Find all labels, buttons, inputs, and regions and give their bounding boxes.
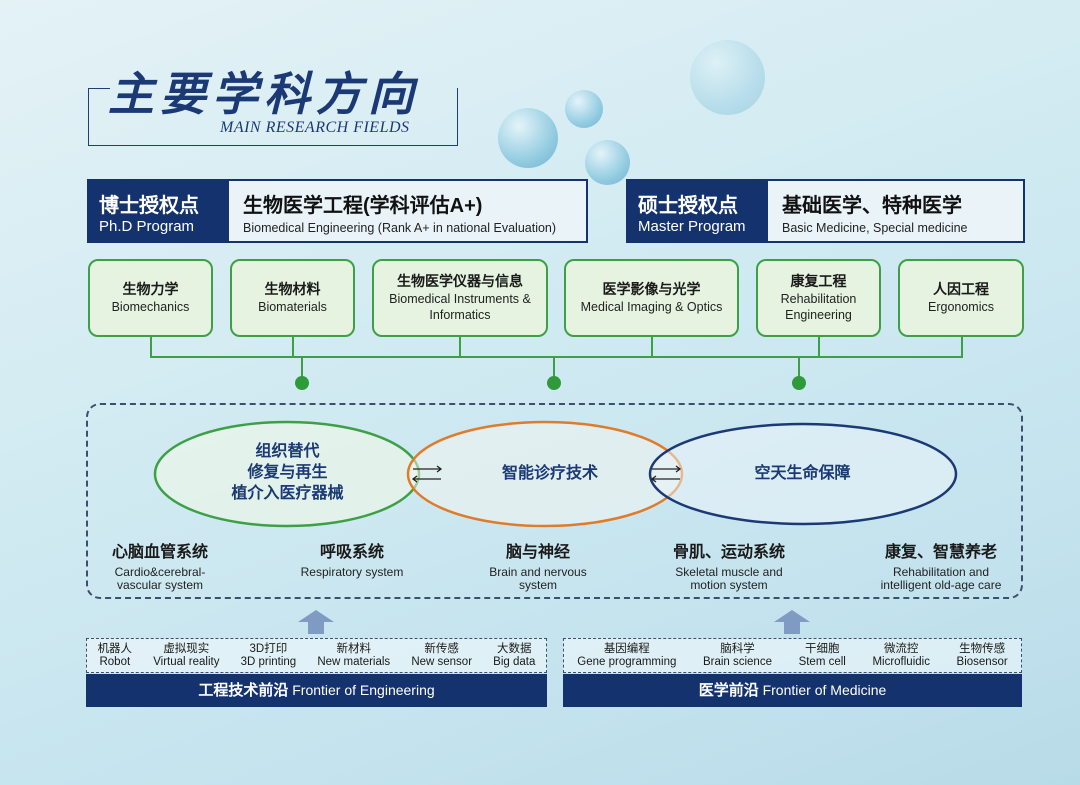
ellipse-right: [648, 422, 958, 526]
research-areas-frame: [86, 403, 1023, 599]
connector-line: [301, 357, 303, 383]
page-title: 主要学科方向: [108, 67, 420, 121]
field-label: 医学影像与光学: [602, 281, 701, 298]
connector-line: [553, 357, 555, 383]
master-label-en: Master Program: [638, 218, 746, 235]
field-label-en: Medical Imaging & Optics: [580, 300, 723, 314]
master-field: 基础医学、特种医学: [782, 195, 962, 217]
field-label-en: Rehabilitation Engineering: [780, 291, 857, 323]
field-instruments: 生物医学仪器与信息 Biomedical Instruments & Inform…: [372, 259, 548, 337]
system-cardio: 心脑血管系统 Cardio&cerebral-vascular system: [60, 538, 260, 591]
connector-line: [961, 337, 963, 357]
system-label: 脑与神经: [505, 544, 570, 561]
up-arrow-icon: [298, 610, 334, 634]
system-label-en: Brain and nervous system: [489, 565, 587, 592]
system-label-en: Skeletal muscle and motion system: [675, 565, 783, 592]
system-label: 呼吸系统: [319, 544, 384, 561]
field-ergonomics: 人因工程 Ergonomics: [898, 259, 1024, 337]
field-label: 生物医学仪器与信息: [397, 272, 523, 289]
master-label: 硕士授权点: [638, 195, 738, 217]
area-left-line: 修复与再生: [247, 463, 328, 481]
decor-bubble: [690, 40, 765, 115]
area-left: 组织替代 修复与再生 植介入医疗器械: [190, 442, 385, 504]
phd-label-en: Ph.D Program: [99, 218, 195, 235]
system-label: 康复、智慧养老: [884, 544, 997, 561]
title-frame: [88, 88, 458, 146]
medicine-label: 医学前沿: [698, 682, 759, 699]
connector-dot: [547, 376, 561, 390]
field-rehabilitation: 康复工程 Rehabilitation Engineering: [756, 259, 881, 337]
phd-field-en: Biomedical Engineering (Rank A+ in natio…: [243, 221, 557, 235]
exchange-arrows-icon: [411, 465, 682, 483]
phd-label: 博士授权点: [99, 195, 199, 217]
system-rehab: 康复、智慧养老 Rehabilitation and intelligent ol…: [841, 538, 1041, 591]
connector-line: [292, 337, 294, 357]
medicine-frontier-bar: 医学前沿 Frontier of Medicine: [563, 674, 1022, 707]
system-label: 心脑血管系统: [111, 544, 208, 561]
system-label-en: Cardio&cerebral-vascular system: [114, 565, 206, 592]
area-left-line: 植介入医疗器械: [231, 484, 344, 502]
field-label: 人因工程: [933, 281, 989, 298]
field-label-en: Ergonomics: [928, 300, 994, 314]
field-label-en: Biomechanics: [111, 300, 190, 314]
connector-line: [150, 356, 963, 358]
decor-bubble: [565, 90, 603, 128]
connector-line: [459, 337, 461, 357]
field-label-en: Biomaterials: [258, 300, 327, 314]
connector-line: [651, 337, 653, 357]
engineering-frontier-bar: 工程技术前沿 Frontier of Engineering: [86, 674, 547, 707]
field-label: 生物材料: [264, 281, 321, 298]
system-skeletal: 骨肌、运动系统 Skeletal muscle and motion system: [629, 538, 829, 591]
decor-bubble: [498, 108, 558, 168]
field-label-en: Biomedical Instruments & Informatics: [389, 291, 531, 323]
connector-dot: [295, 376, 309, 390]
area-right: 空天生命保障: [754, 465, 851, 482]
phd-field: 生物医学工程(学科评估A+): [243, 195, 483, 217]
engineering-label: 工程技术前沿: [198, 682, 289, 699]
field-label: 康复工程: [790, 272, 847, 289]
page-subtitle: MAIN RESEARCH FIELDS: [220, 119, 410, 136]
medicine-label-en: Frontier of Medicine: [762, 682, 887, 698]
master-field-en: Basic Medicine, Special medicine: [782, 221, 968, 235]
connector-line: [150, 337, 152, 357]
area-center: 智能诊疗技术: [501, 465, 598, 482]
field-biomaterials: 生物材料 Biomaterials: [230, 259, 355, 337]
field-biomechanics: 生物力学 Biomechanics: [88, 259, 213, 337]
system-respiratory: 呼吸系统 Respiratory system: [252, 538, 452, 579]
system-label-en: Rehabilitation and intelligent old-age c…: [880, 565, 1002, 592]
system-label: 骨肌、运动系统: [672, 544, 785, 561]
connector-line: [798, 357, 800, 383]
decor-bubble: [585, 140, 630, 185]
area-left-line: 组织替代: [255, 443, 320, 460]
connector-dot: [792, 376, 806, 390]
engineering-label-en: Frontier of Engineering: [292, 682, 435, 698]
system-label-en: Respiratory system: [300, 565, 404, 579]
field-imaging: 医学影像与光学 Medical Imaging & Optics: [564, 259, 739, 337]
up-arrow-icon: [774, 610, 810, 634]
field-label: 生物力学: [122, 281, 179, 298]
system-brain: 脑与神经 Brain and nervous system: [438, 538, 638, 591]
connector-line: [818, 337, 820, 357]
